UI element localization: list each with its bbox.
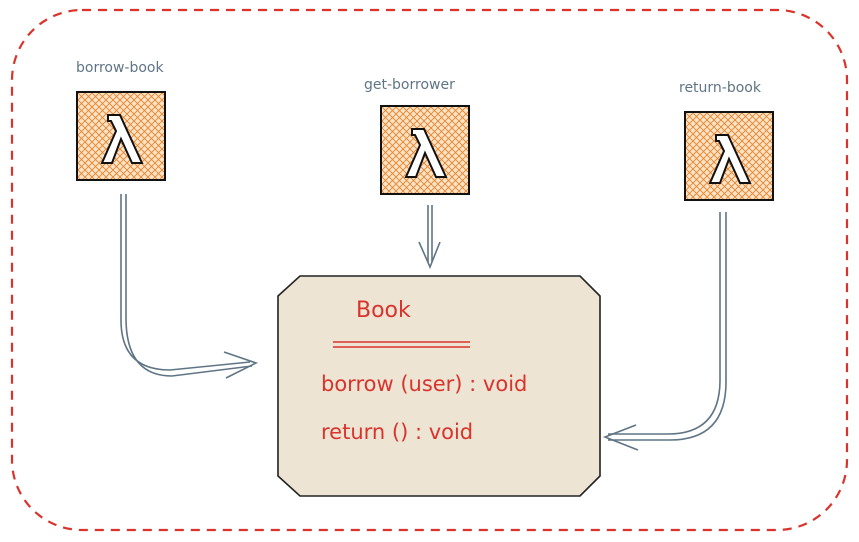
arrow-get-borrower	[418, 205, 441, 270]
lambda-icon	[684, 111, 774, 201]
function-label-return-book: return-book	[679, 80, 761, 96]
arrow-borrow-book	[120, 194, 259, 379]
class-title: Book	[356, 298, 411, 323]
system-boundary	[10, 8, 849, 532]
class-method-return: return () : void	[321, 420, 474, 444]
lambda-icon	[76, 91, 166, 181]
arrow-return-book	[602, 212, 727, 451]
class-method-borrow: borrow (user) : void	[321, 372, 528, 396]
function-label-get-borrower: get-borrower	[364, 77, 455, 93]
book-class-box	[277, 275, 601, 497]
function-label-borrow-book: borrow-book	[76, 60, 164, 76]
lambda-icon	[380, 105, 470, 195]
